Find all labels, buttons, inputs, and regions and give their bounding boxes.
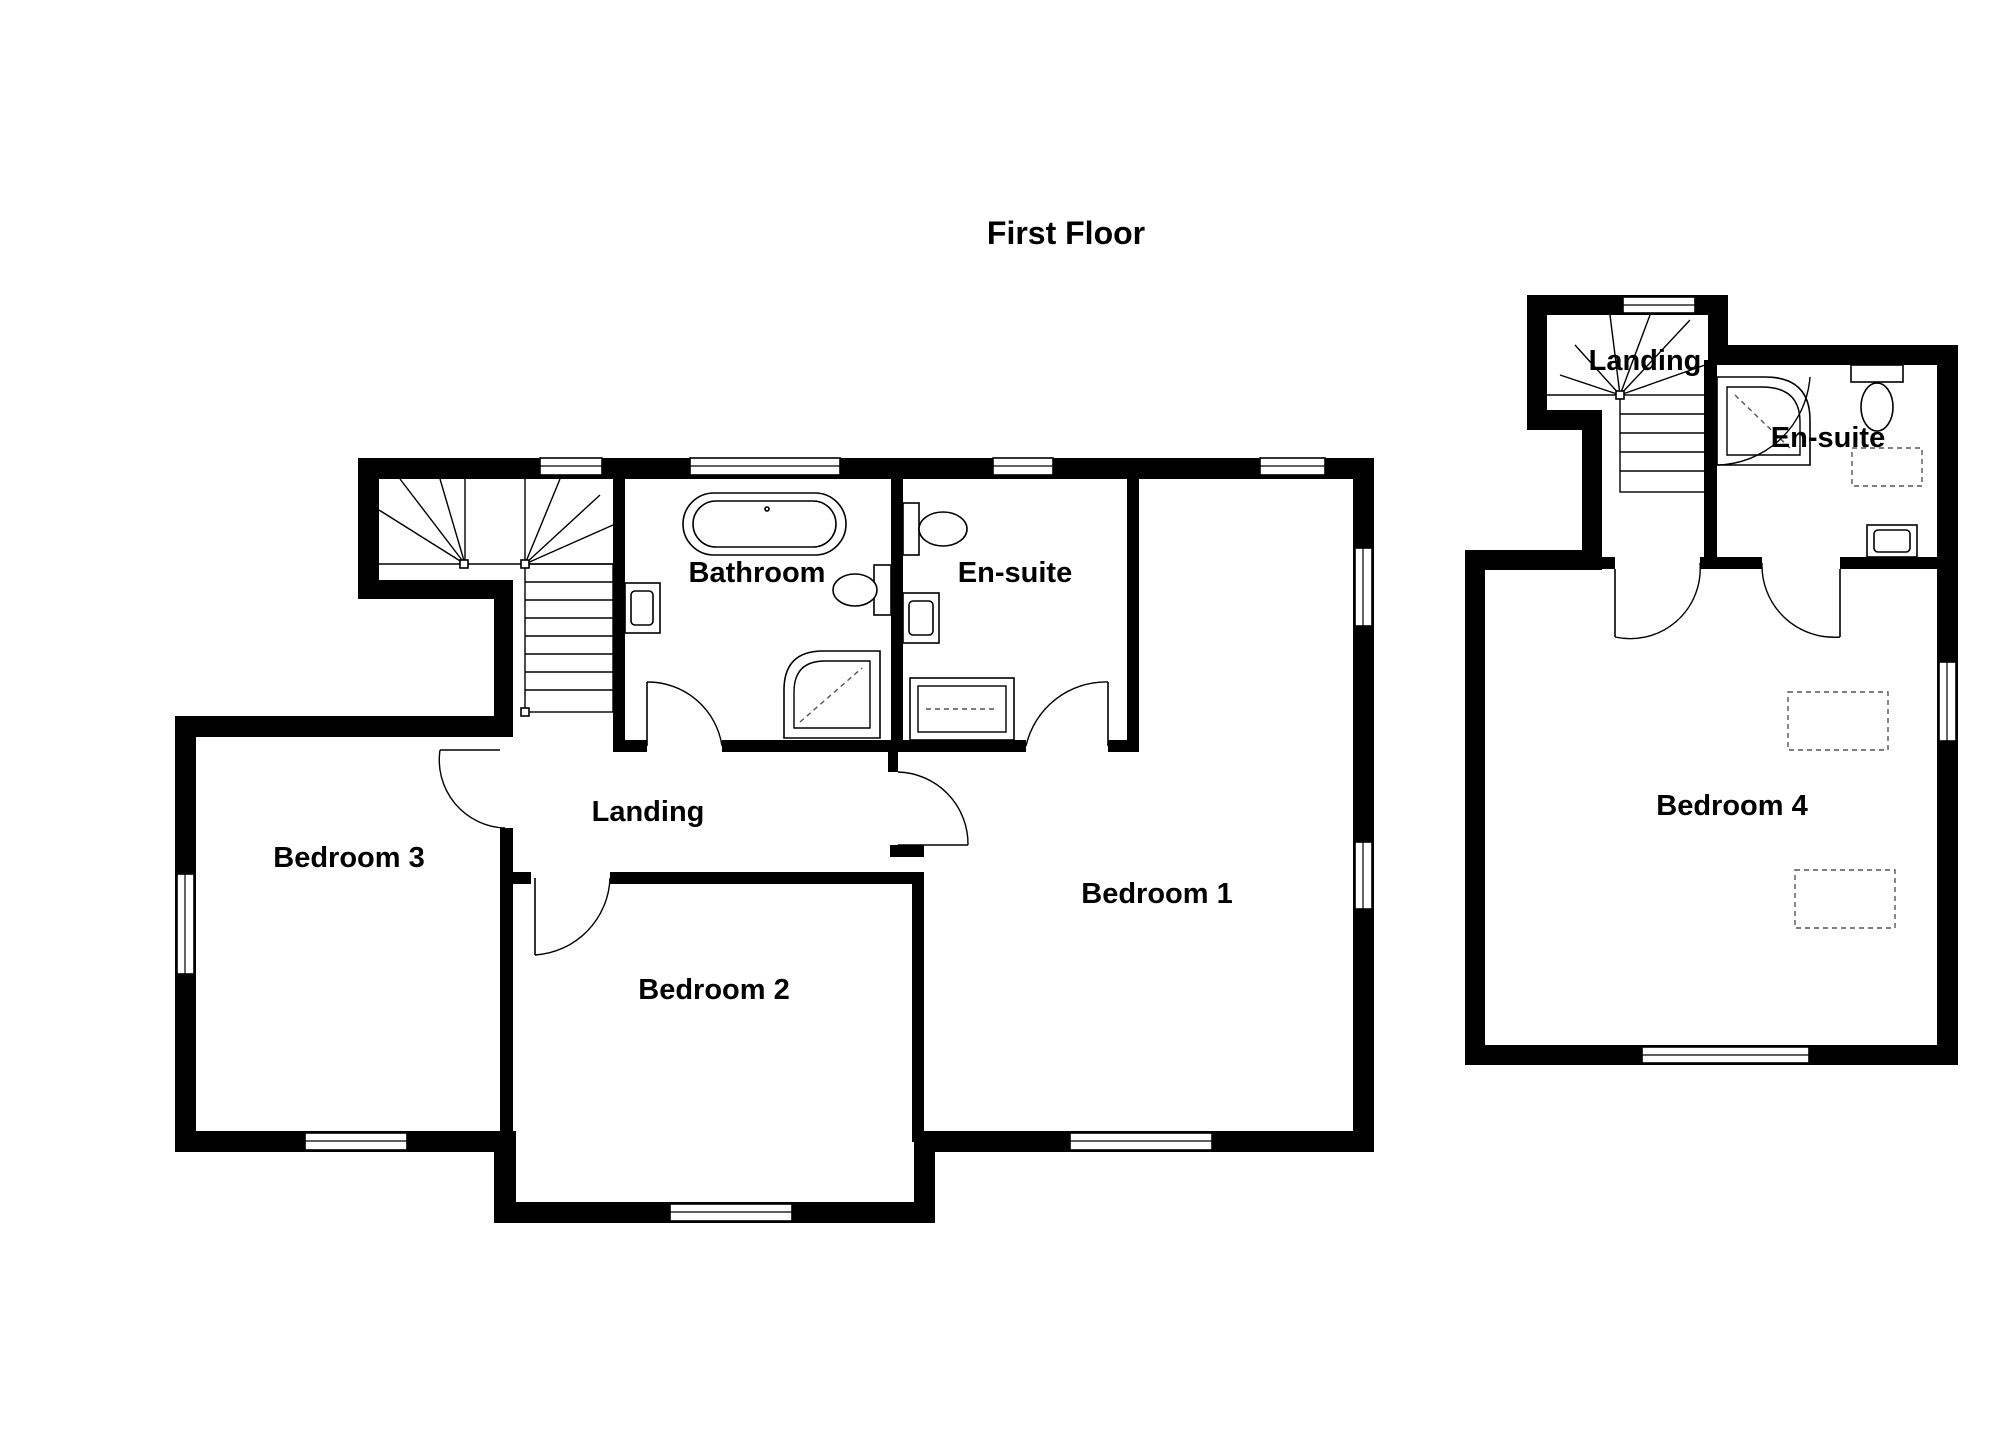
annex-ensuite-door <box>1761 562 1841 638</box>
window-bedroom1-right-lower <box>1354 841 1373 910</box>
room-label-bedroom2: Bedroom 2 <box>638 974 789 1006</box>
annex-ensuite-fixtures <box>1716 364 1923 558</box>
window-bedroom3-left <box>176 873 195 975</box>
window-bedroom1-bottom <box>1069 1132 1213 1151</box>
room-label-bedroom3: Bedroom 3 <box>273 842 424 874</box>
interior-walls <box>500 475 1139 1146</box>
annex-windows <box>1622 296 1957 1064</box>
toilet-icon-annex <box>1850 364 1904 432</box>
room-label-landing: Landing <box>592 796 705 828</box>
toilet-icon <box>832 564 892 616</box>
shower-tray-icon-ensuite <box>909 677 1015 741</box>
basin-icon <box>624 582 661 634</box>
window-bedroom1-top <box>1259 457 1326 476</box>
doors <box>438 681 1109 956</box>
room-label-annex-landing: Landing <box>1589 345 1702 377</box>
bathroom-door <box>646 681 723 747</box>
skylight-bedroom4-lower <box>1794 869 1896 929</box>
windows <box>176 457 1373 1222</box>
window-bedroom1-right-upper <box>1354 547 1373 627</box>
annex-interior-walls <box>1600 360 1937 569</box>
bathroom-fixtures <box>624 492 892 739</box>
bath-icon <box>682 492 847 556</box>
room-label-ensuite: En-suite <box>958 557 1072 589</box>
room-label-bedroom4: Bedroom 4 <box>1656 790 1807 822</box>
window-annex-landing <box>1622 296 1696 314</box>
annex-staircase <box>1547 314 1706 493</box>
floor-title: First Floor <box>987 215 1145 251</box>
window-bedroom4-bottom <box>1641 1046 1810 1064</box>
bedroom1-door <box>897 771 969 846</box>
room-label-annex-ensuite: En-suite <box>1771 422 1885 454</box>
window-stair <box>539 457 603 476</box>
annex-doors <box>1614 562 1841 640</box>
basin-icon-annex <box>1866 524 1918 558</box>
window-bedroom4-right <box>1938 661 1957 742</box>
room-label-bedroom1: Bedroom 1 <box>1081 878 1232 910</box>
window-ensuite <box>992 457 1054 476</box>
annex-landing-door <box>1614 562 1701 640</box>
annex-skylights <box>1787 691 1896 929</box>
room-label-bathroom: Bathroom <box>689 557 826 589</box>
shower-tray-icon-annex <box>1716 376 1811 466</box>
basin-icon-ensuite <box>902 592 940 644</box>
ensuite-door <box>1025 681 1109 747</box>
window-bedroom2-bottom <box>669 1203 793 1222</box>
bedroom3-door <box>438 749 506 829</box>
toilet-icon-ensuite <box>902 502 968 556</box>
skylight-bedroom4-upper <box>1787 691 1889 751</box>
bedroom2-door <box>534 877 611 956</box>
main-building: Bathroom En-suite Landing Bedroom 1 Bedr… <box>175 457 1374 1223</box>
annex-building: Landing En-suite Bedroom 4 <box>1465 295 1958 1065</box>
staircase <box>378 478 614 717</box>
ensuite-fixtures <box>902 502 1015 741</box>
window-bathroom <box>689 457 841 476</box>
shower-tray-icon <box>783 650 881 739</box>
window-bedroom3-bottom <box>304 1132 408 1151</box>
